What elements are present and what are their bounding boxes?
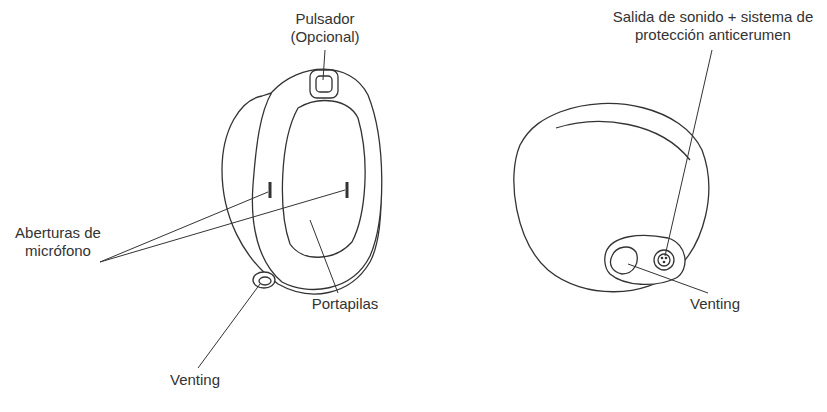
- part-label: Portapilas: [295, 295, 395, 313]
- part-label: Venting: [670, 295, 760, 313]
- sound-outlet-inner: [658, 254, 670, 266]
- wax-guard-dot: [663, 261, 666, 264]
- part-label-wide: Salida de sonido + sistema de protección…: [606, 8, 820, 44]
- microphone-opening: [269, 182, 272, 198]
- shell-outline: [514, 103, 709, 291]
- leader-line: [323, 50, 325, 80]
- part-label: Aberturas de micrófono: [3, 224, 113, 260]
- leader-line: [628, 264, 708, 293]
- leader-line: [100, 192, 268, 262]
- part-label: Pulsador (Opcional): [265, 10, 385, 46]
- leader-line: [665, 50, 712, 256]
- wax-guard-dot: [665, 257, 668, 260]
- push-button-inner: [316, 76, 332, 92]
- battery-door: [282, 101, 365, 258]
- leader-line: [100, 190, 345, 262]
- vent-hole: [253, 272, 275, 288]
- shell-contour: [556, 122, 690, 160]
- part-label: Venting: [150, 371, 240, 389]
- vent-opening: [610, 247, 637, 274]
- vent-hole-inner: [259, 277, 271, 285]
- leader-line: [310, 220, 338, 293]
- faceplate-outline: [252, 69, 381, 289]
- push-button: [310, 70, 338, 98]
- canal-tip: [605, 235, 685, 284]
- microphone-opening: [346, 182, 349, 198]
- sound-outlet: [654, 250, 674, 270]
- wax-guard-dot: [661, 257, 664, 260]
- leader-line: [198, 284, 260, 368]
